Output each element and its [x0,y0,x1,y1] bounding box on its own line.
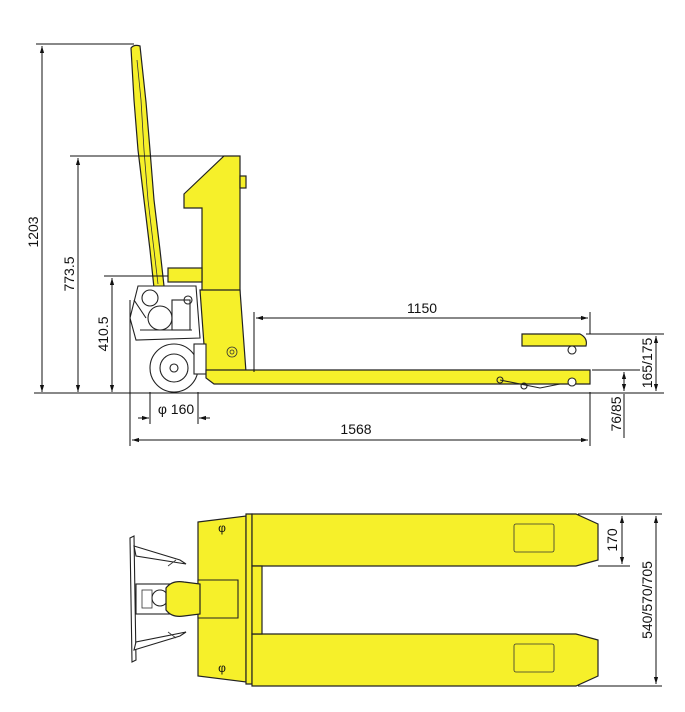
dim-wheel-diameter: φ 160 [158,401,195,417]
phi-mark-upper: φ [218,521,226,535]
mast-body [167,155,247,373]
phi-mark-lower: φ [218,661,226,675]
handle [130,44,165,289]
top-chassis: φ φ [165,513,253,685]
top-handle [129,535,187,663]
top-view: φ φ 170 540/570/705 [129,513,662,687]
dim-lowered-height: 76/85 [608,396,624,431]
dim-fork-length: 1150 [407,300,437,316]
top-dimensions: 170 540/570/705 [578,513,662,687]
side-dimensions: 1203 773.5 410.5 1150 165/175 7 [25,43,664,446]
pump-mechanism [129,285,201,341]
dim-fork-height: 165/175 [639,337,655,388]
dim-fork-width: 170 [604,528,620,552]
side-view: 1203 773.5 410.5 1150 165/175 7 [25,43,664,446]
steer-wheel [149,343,207,393]
side-forks [205,333,591,390]
dim-total-length: 1568 [340,421,371,437]
dim-overall-width: 540/570/705 [639,561,655,639]
dim-handle-height: 773.5 [61,256,77,291]
dim-frame-height: 410.5 [95,316,111,351]
top-forks [251,513,599,687]
dim-total-height: 1203 [25,216,41,247]
